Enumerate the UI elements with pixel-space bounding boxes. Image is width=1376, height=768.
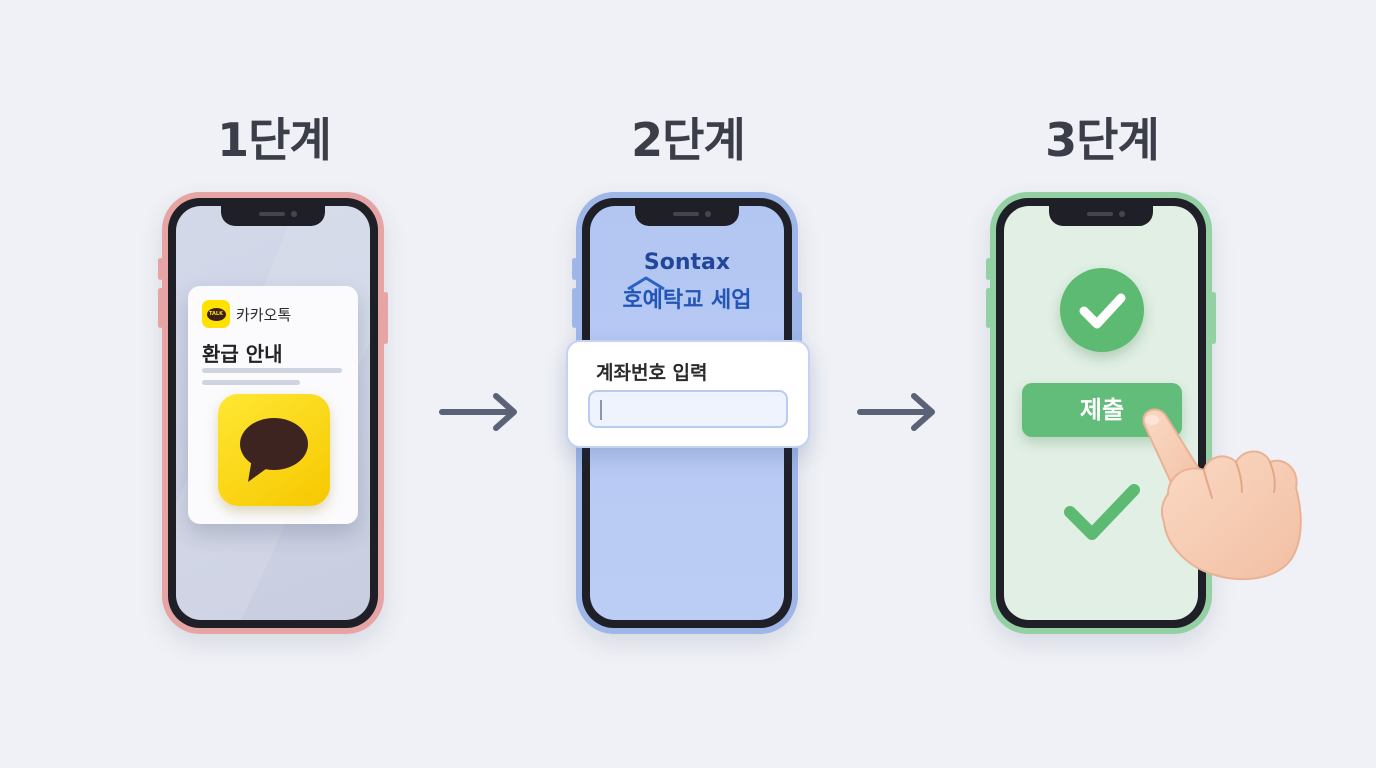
kakao-message-title: 환급 안내 [202,342,283,366]
account-number-input[interactable] [588,390,788,428]
brand-name: Sontax [643,250,731,275]
check-icon [1064,484,1140,540]
phone-side-button [158,288,163,328]
phone-side-button [572,288,577,328]
kakao-app-icon [218,394,330,506]
phone-notch [221,204,325,226]
account-number-label: 계좌번호 입력 [596,362,708,384]
phone-side-button [1211,292,1216,344]
text-placeholder-line [202,380,300,385]
kakao-app-name: 카카오톡 [236,306,292,324]
phone-notch [1049,204,1153,226]
text-placeholder-line [202,368,342,373]
phone-notch [635,204,739,226]
arrow-right-icon [857,393,935,431]
chat-bubble-icon [240,418,308,482]
house-roof-icon [627,276,665,290]
brand-subtitle: 호예탁교 세업 [622,288,752,313]
phone-side-button [572,258,577,280]
text-caret [600,400,602,420]
kakao-talk-icon: TALK [202,300,230,328]
phone-side-button [158,258,163,280]
phone-side-button [986,258,991,280]
check-circle-icon [1060,268,1144,352]
step-3-title: 3단계 [1045,113,1160,167]
kakao-logo-text: TALK [206,307,226,321]
step-2-title: 2단계 [631,113,746,167]
step-1-title: 1단계 [217,113,332,167]
phone-side-button [797,292,802,344]
arrow-right-icon [439,393,517,431]
pointing-hand-icon [1142,408,1302,581]
phone-side-button [986,288,991,328]
phone-side-button [383,292,388,344]
account-number-card: 계좌번호 입력 [566,340,810,448]
kakao-notification-card[interactable]: TALK 카카오톡 환급 안내 [188,286,358,524]
